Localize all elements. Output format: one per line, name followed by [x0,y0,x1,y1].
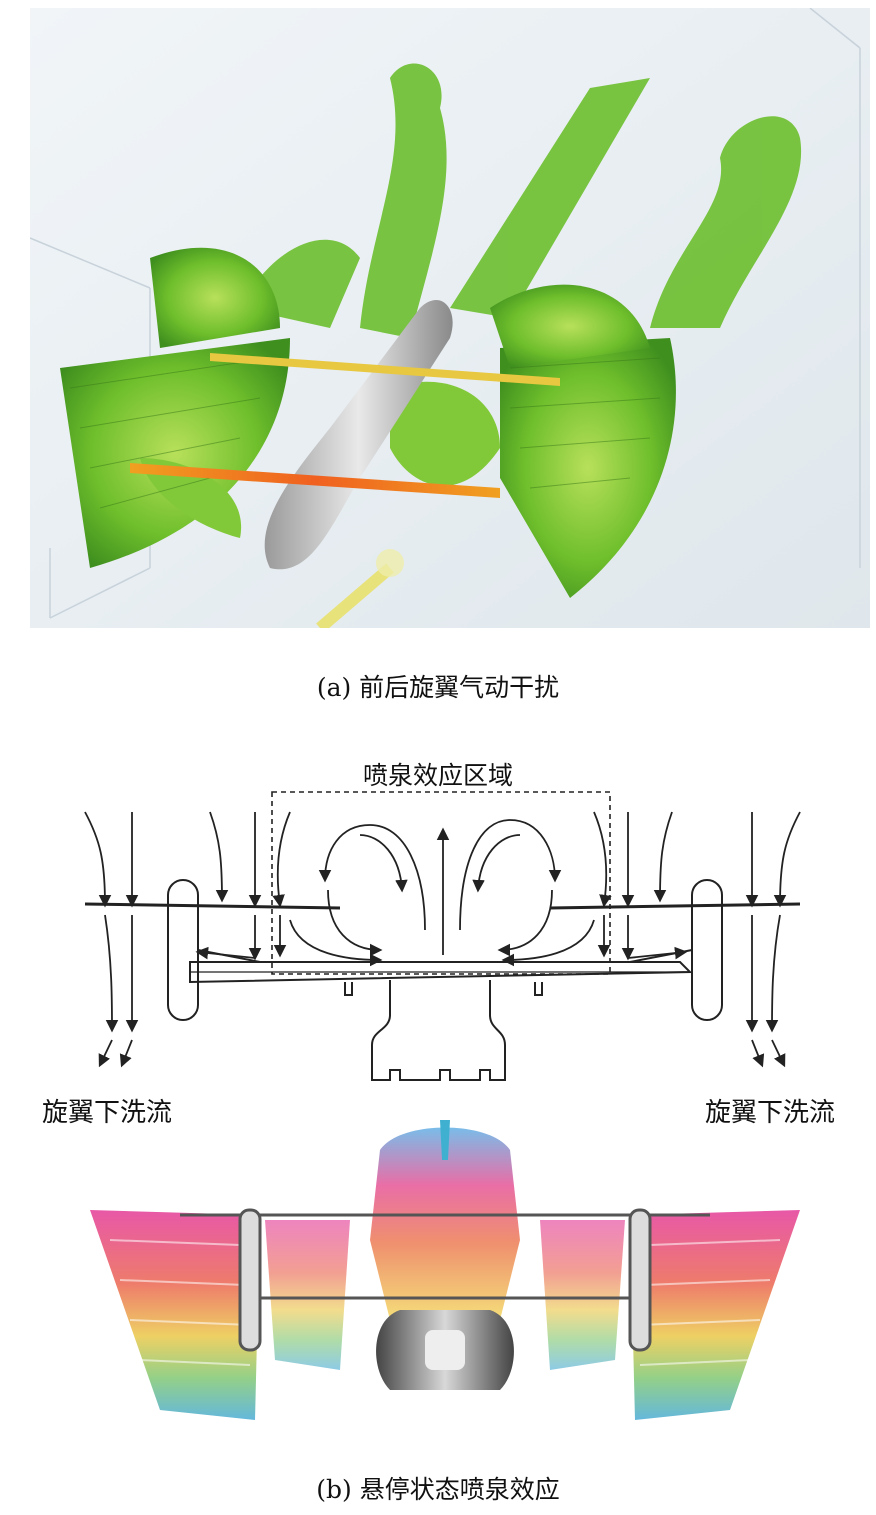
fountain-region-box [271,791,611,975]
panel-b-caption: (b) 悬停状态喷泉效应 [316,1475,560,1504]
panel-a-caption: (a) 前后旋翼气动干扰 [316,673,560,702]
fountain-effect-schematic [84,791,801,1081]
downwash-label-right: 旋翼下洗流 [705,1098,836,1128]
cfd-vortex-visualization [30,8,870,628]
hover-particle-visualization [90,1120,800,1420]
fountain-region-label: 喷泉效应区域 [362,761,513,790]
downwash-label-left: 旋翼下洗流 [42,1098,173,1128]
